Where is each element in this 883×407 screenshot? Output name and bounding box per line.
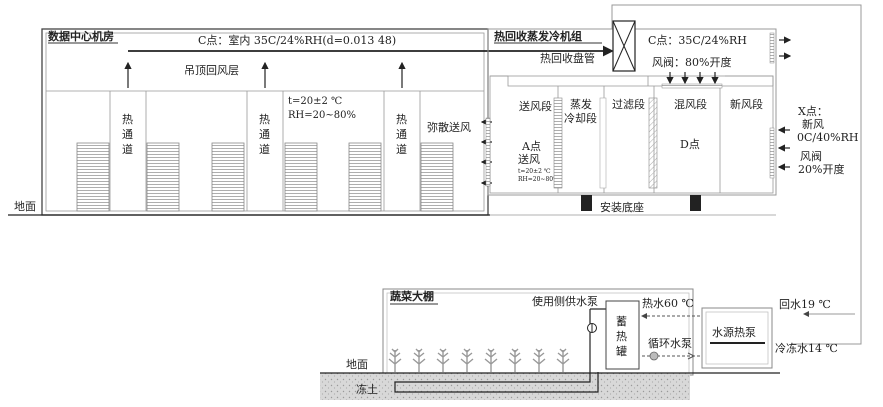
server-rack (348, 142, 382, 212)
frozen-soil-label: 冻土 (356, 382, 378, 396)
svg-text:通: 通 (122, 128, 133, 141)
svg-text:道: 道 (396, 142, 407, 156)
data-center-room: 数据中心机房 C点：室内 35C/24%RH(d=0.013 48) 吊顶回风层… (8, 28, 490, 216)
svg-text:热: 热 (616, 330, 627, 343)
mix-section-label: 混风段 (674, 97, 707, 111)
return-water-label: 回水19 ℃ (779, 298, 831, 311)
plant-icon (508, 348, 522, 372)
c-point-indoor-label: C点：室内 35C/24%RH(d=0.013 48) (198, 33, 396, 47)
server-rack (420, 142, 454, 212)
side-damper-opening: 20%开度 (798, 162, 844, 176)
greenhouse-title: 蔬菜大棚 (390, 289, 434, 303)
svg-text:道: 道 (122, 142, 133, 156)
mounting-base-label: 安装底座 (600, 200, 644, 214)
a-point-supply-label: 送风 (518, 152, 540, 166)
x-point-fresh-label: 新风 (802, 117, 824, 131)
base-foot (581, 195, 592, 211)
heat-recovery-coil-label: 热回收盘管 (540, 51, 595, 65)
svg-text:热: 热 (396, 113, 407, 126)
unit-title: 热回收蒸发冷机组 (494, 29, 582, 43)
c-point-unit-label: C点：35C/24%RH (648, 34, 747, 47)
hot-aisle-2: 热 通 道 (259, 113, 270, 156)
server-rack (211, 142, 245, 212)
filter-media (648, 97, 658, 189)
chilled-water-label: 冷冻水14 ℃ (775, 341, 838, 355)
svg-text:通: 通 (259, 128, 270, 141)
svg-text:水源热泵: 水源热泵 (712, 325, 756, 339)
server-rack (76, 142, 110, 212)
server-rack (284, 142, 318, 212)
svg-text:热: 热 (122, 113, 133, 126)
greenhouse: 蔬菜大棚 地面 冻土 使用侧供水泵 蓄 热 罐 热水60 ℃ 循环水泵 (320, 288, 780, 400)
plant-icon (532, 348, 546, 372)
plant-icon (484, 348, 498, 372)
base-foot (690, 195, 701, 211)
hot-aisle-1: 热 通 道 (122, 113, 133, 156)
chilled-water-pipe (611, 4, 862, 345)
heat-storage-tank: 蓄 热 罐 (605, 300, 640, 370)
evaporative-media (553, 97, 563, 189)
water-source-heat-pump: 水源热泵 (701, 307, 773, 369)
top-damper-label: 风阀：80%开度 (652, 55, 731, 69)
plant-icon (436, 348, 450, 372)
svg-text:通: 通 (396, 128, 407, 141)
top-damper-arrows (661, 72, 723, 89)
a-point-temperature: t=20±2 ℃ (518, 168, 551, 175)
evap-section-label-2: 冷却段 (564, 111, 597, 125)
svg-text:热: 热 (259, 113, 270, 126)
svg-text:罐: 罐 (616, 345, 627, 358)
evap-section-label-1: 蒸发 (570, 97, 592, 111)
svg-text:蓄: 蓄 (616, 315, 627, 328)
exhaust-air-arrows (769, 32, 792, 64)
diffuse-supply-label: 弥散送风 (427, 120, 471, 134)
evaporative-cooling-unit: 热回收蒸发冷机组 C点：35C/24%RH 热回收盘管 风阀：80%开度 送风段… (480, 20, 858, 216)
circulation-pump (642, 351, 700, 361)
floor-heating-pipe (394, 345, 599, 393)
server-rack (146, 142, 180, 212)
use-side-pump (587, 308, 606, 345)
data-center-title: 数据中心机房 (48, 29, 114, 43)
ceiling-plenum-label: 吊顶回风层 (184, 64, 239, 77)
x-point-label: X点： (798, 105, 828, 118)
vegetable-plants (388, 348, 570, 372)
use-side-pump-label: 使用侧供水泵 (532, 294, 598, 308)
supply-air-arrows (480, 117, 492, 187)
fresh-air-intake-arrows (769, 126, 790, 179)
side-damper-label: 风阀 (800, 149, 822, 163)
plant-icon (460, 348, 474, 372)
a-point-label: A点 (521, 140, 541, 153)
supply-section-label: 送风段 (519, 99, 552, 113)
room-temperature: t=20±2 ℃ (288, 96, 342, 107)
data-center-ground-label: 地面 (14, 200, 36, 213)
a-point-humidity: RH=20~80% (518, 176, 559, 183)
filter-section-label: 过滤段 (612, 97, 645, 111)
plant-icon (556, 348, 570, 372)
svg-text:道: 道 (259, 142, 270, 156)
hot-aisle-3: 热 通 道 (396, 113, 407, 156)
heat-recovery-coil (612, 20, 636, 72)
fresh-section-label: 新风段 (730, 97, 763, 111)
plant-icon (388, 348, 402, 372)
d-point-label: D点 (680, 138, 700, 151)
room-humidity: RH=20~80% (288, 110, 356, 121)
plant-icon (412, 348, 426, 372)
hot-water-label: 热水60 ℃ (642, 297, 694, 310)
greenhouse-ground-label: 地面 (346, 358, 368, 371)
x-point-condition: 0C/40%RH (797, 131, 858, 144)
circulation-pump-label: 循环水泵 (648, 337, 692, 350)
frozen-soil-layer (320, 373, 690, 400)
